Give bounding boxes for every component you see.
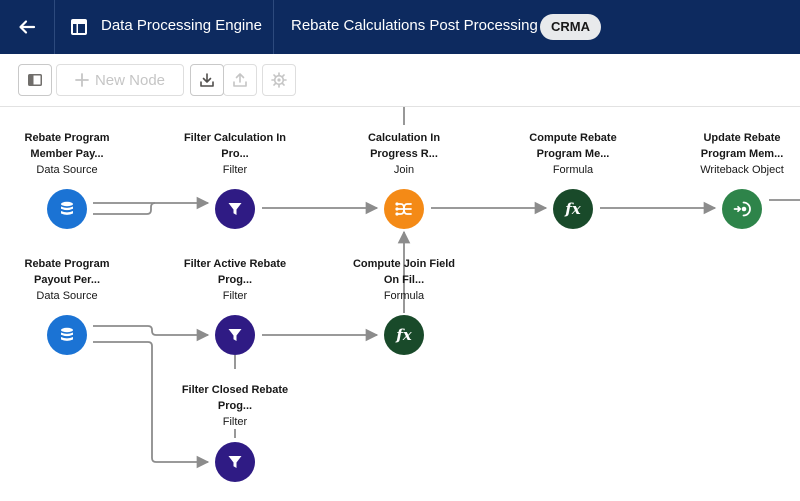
arrow-left-icon (19, 20, 36, 34)
new-node-label: New Node (94, 71, 166, 89)
database-icon (61, 327, 73, 341)
download-button[interactable] (190, 64, 224, 96)
upload-icon (233, 73, 247, 87)
formula-icon: fx (396, 326, 412, 344)
upload-button[interactable] (223, 64, 257, 96)
crma-badge: CRMA (540, 14, 601, 40)
recipe-title: Rebate Calculations Post Processing (291, 17, 538, 34)
node-writeback[interactable] (722, 189, 762, 229)
node-label-f2: Filter Active Rebate Prog... Filter (183, 258, 287, 302)
node-label-fx2: Compute Join Field On Fil... Formula (352, 258, 456, 302)
node-data-source-2[interactable] (47, 315, 87, 355)
node-label-f1: Filter Calculation In Pro... Filter (183, 132, 287, 176)
connector-lines (93, 107, 800, 469)
toggle-panel-button[interactable] (18, 64, 52, 96)
join-icon (395, 202, 412, 216)
formula-icon: fx (565, 200, 581, 218)
filter-icon (228, 329, 242, 341)
node-data-source-1[interactable] (47, 189, 87, 229)
toolbar: New Node (0, 54, 800, 107)
app-title: Data Processing Engine (101, 17, 262, 34)
header-divider (54, 0, 55, 54)
panel-toggle-icon (28, 74, 42, 86)
node-label-ds1: Rebate Program Member Pay... Data Source (24, 132, 110, 176)
node-formula-1[interactable]: fx (553, 189, 593, 229)
settings-button[interactable] (262, 64, 296, 96)
plus-icon (75, 73, 89, 87)
node-label-ds2: Rebate Program Payout Per... Data Source (24, 258, 110, 302)
app-header: Data Processing Engine Rebate Calculatio… (0, 0, 800, 54)
node-filter-3[interactable] (215, 442, 255, 482)
node-formula-2[interactable]: fx (384, 315, 424, 355)
database-icon (61, 201, 73, 215)
recipe-canvas[interactable]: Rebate Program Member Pay... Data Source… (0, 107, 800, 501)
back-button[interactable] (0, 0, 54, 54)
download-icon (200, 73, 214, 87)
node-label-wb: Update Rebate Program Mem... Writeback O… (700, 132, 784, 176)
settings-gear-icon (271, 72, 287, 88)
node-label-join: Calculation In Progress R... Join (367, 132, 441, 176)
new-node-button[interactable]: New Node (56, 64, 184, 96)
node-filter-1[interactable] (215, 189, 255, 229)
node-filter-2[interactable] (215, 315, 255, 355)
layout-icon (71, 19, 87, 35)
node-join[interactable] (384, 189, 424, 229)
node-label-fx1: Compute Rebate Program Me... Formula (529, 132, 617, 176)
writeback-icon (733, 201, 751, 217)
node-label-f3: Filter Closed Rebate Prog... Filter (181, 384, 289, 428)
header-divider (273, 0, 274, 54)
filter-icon (228, 456, 242, 468)
filter-icon (228, 203, 242, 215)
